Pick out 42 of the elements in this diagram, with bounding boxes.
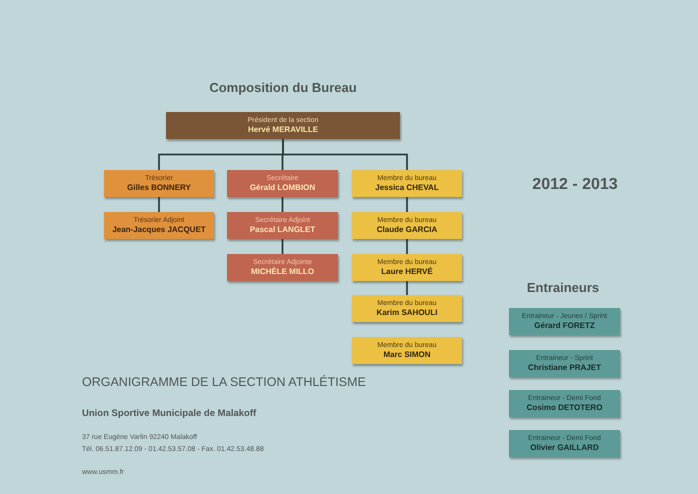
position-box xyxy=(104,212,214,239)
person-name: Jessica CHEVAL xyxy=(375,182,439,192)
person-name: Karim SAHOULI xyxy=(376,308,438,318)
coach-box xyxy=(509,350,620,377)
document-heading: ORGANIGRAMME DE LA SECTION ATHLÉTISME xyxy=(82,376,366,390)
connector-line xyxy=(406,239,408,254)
person-name: Hervé MERAVILLE xyxy=(248,124,318,134)
organisation-name: Union Sportive Municipale de Malakoff xyxy=(82,409,256,420)
person-name: Christiane PRAJET xyxy=(528,362,601,372)
connector-line xyxy=(406,197,408,212)
person-name: Claude GARCIA xyxy=(376,224,438,234)
person-name: Marc SIMON xyxy=(383,350,431,360)
position-box xyxy=(352,212,462,239)
season-label: 2012 - 2013 xyxy=(531,176,619,194)
person-name: Gérald LOMBION xyxy=(250,182,316,192)
position-box xyxy=(166,112,400,139)
coach-box xyxy=(509,390,620,417)
section-heading: Entraineurs xyxy=(526,281,600,296)
position-box xyxy=(104,170,214,197)
connector-line xyxy=(406,281,408,295)
position-box xyxy=(227,212,338,239)
person-name: MICHÈLE MILLO xyxy=(250,266,314,276)
person-name: Laure HERVÉ xyxy=(381,266,433,276)
connector-line xyxy=(158,197,160,212)
position-box xyxy=(352,337,462,364)
position-box xyxy=(227,170,338,197)
coach-box xyxy=(509,308,620,335)
connector-line xyxy=(282,197,284,212)
position-box xyxy=(352,170,462,197)
person-name: Gilles BONNERY xyxy=(127,182,191,192)
person-name: Pascal LANGLET xyxy=(250,224,316,234)
coach-box xyxy=(509,430,620,457)
person-name: Gérard FORETZ xyxy=(534,320,595,330)
position-box xyxy=(227,254,338,281)
position-box xyxy=(352,254,462,281)
chart-title: Composition du Bureau xyxy=(208,80,358,95)
connector-line xyxy=(282,239,284,254)
connector-line xyxy=(282,139,408,170)
person-name: Jean-Jacques JACQUET xyxy=(112,224,206,234)
person-name: Olivier GAILLARD xyxy=(530,442,599,452)
person-name: Cosimo DETOTERO xyxy=(526,402,602,412)
position-box xyxy=(352,295,462,322)
